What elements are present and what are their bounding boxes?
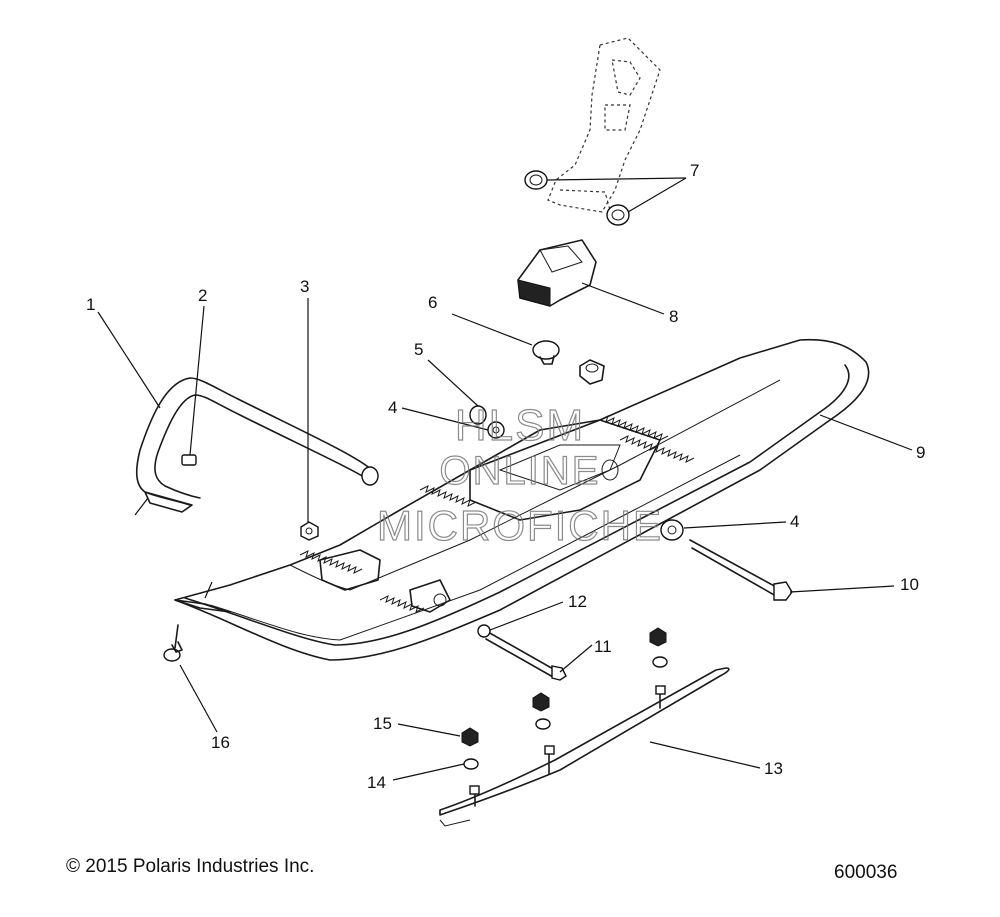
bolt-part-6 xyxy=(532,340,605,385)
callout-1: 1 xyxy=(86,295,95,314)
callout-10: 10 xyxy=(900,575,919,594)
callout-12: 12 xyxy=(568,592,587,611)
callout-8: 8 xyxy=(669,307,678,326)
washers-part-14 xyxy=(463,656,668,770)
watermark-line-2: ONLINE xyxy=(440,449,601,493)
callout-16: 16 xyxy=(211,733,230,752)
watermark-line-1: HLSM xyxy=(455,401,585,450)
leader-lines xyxy=(97,177,913,781)
copyright-text: © 2015 Polaris Industries Inc. xyxy=(66,856,314,877)
ski-body-part-9 xyxy=(174,338,870,661)
nut-part-3 xyxy=(300,521,319,541)
wear-block-part-8 xyxy=(517,239,597,307)
callout-14: 14 xyxy=(367,773,386,792)
callout-4-right: 4 xyxy=(790,512,799,531)
nuts-part-15 xyxy=(461,627,667,747)
bolt-part-11 xyxy=(485,631,567,681)
watermark-line-3: MICROFICHE xyxy=(377,502,663,549)
watermark: HLSM ONLINE MICROFICHE xyxy=(376,400,663,549)
callout-4-top: 4 xyxy=(388,398,397,417)
callout-15: 15 xyxy=(373,714,392,733)
figure-number: 600036 xyxy=(834,862,897,883)
callout-3: 3 xyxy=(300,277,309,296)
washer-part-4-right xyxy=(660,519,684,541)
callout-9: 9 xyxy=(916,443,925,462)
callout-2: 2 xyxy=(198,286,207,305)
runner-part-13 xyxy=(439,667,730,827)
bolt-part-16 xyxy=(163,624,183,662)
callout-5: 5 xyxy=(414,340,423,359)
callout-6: 6 xyxy=(428,293,437,312)
callout-labels: 1 2 3 4 5 6 7 8 9 4 10 11 12 13 14 15 16 xyxy=(86,161,925,792)
bolt-part-10 xyxy=(689,539,793,601)
callout-7: 7 xyxy=(690,161,699,180)
spindle-outline xyxy=(547,37,661,213)
callout-13: 13 xyxy=(764,759,783,778)
callout-11: 11 xyxy=(594,637,612,656)
washer-part-12 xyxy=(477,624,491,638)
insert-part-2 xyxy=(181,454,197,466)
ski-loop-part-1 xyxy=(135,377,379,513)
